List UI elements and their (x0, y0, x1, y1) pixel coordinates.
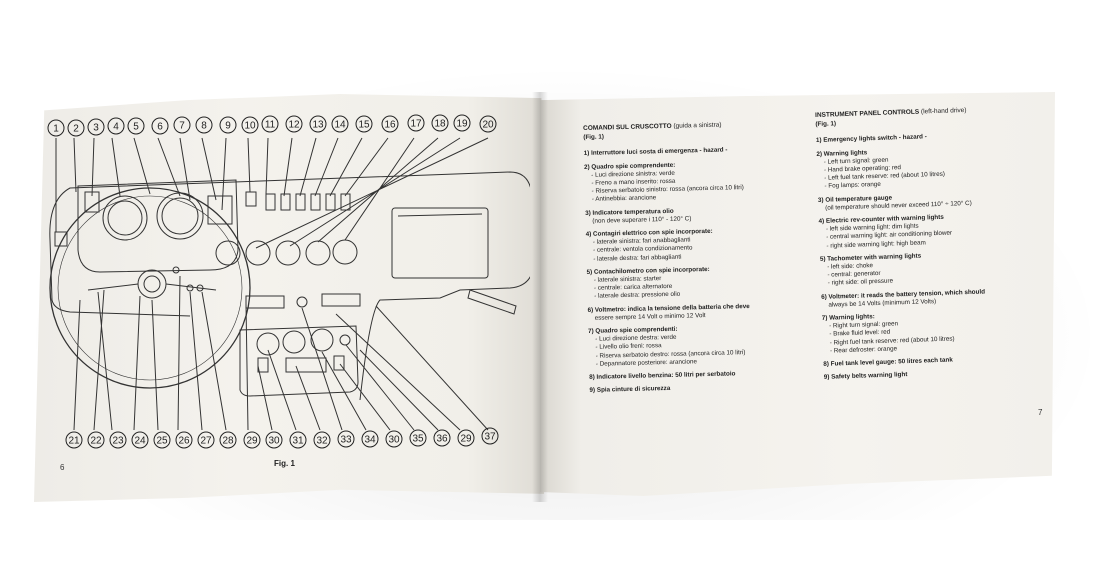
list-item: 2) Quadro spie comprendente: - Luci dire… (583, 161, 744, 204)
callout: 18 (434, 119, 446, 130)
callout: 2 (73, 124, 79, 135)
callout: 19 (456, 119, 468, 130)
list-item: 1) Interruttore luci sosta di emergenza … (583, 146, 728, 158)
callout: 6 (157, 122, 163, 133)
callout: 24 (134, 436, 146, 447)
callout: 33 (340, 435, 352, 446)
callout: 20 (482, 120, 494, 131)
list-item: 5) Tachometer with warning lights - left… (819, 252, 922, 288)
callout: 11 (265, 120, 276, 131)
list-item: 6) Voltmeter: it reads the battery tensi… (821, 288, 986, 309)
callout: 32 (316, 436, 328, 447)
list-item: 8) Indicatore livello benzina: 50 litri … (589, 370, 736, 382)
callout: 30 (268, 436, 280, 447)
callout: 25 (156, 436, 168, 447)
english-column: INSTRUMENT PANEL CONTROLS (left-hand dri… (815, 104, 1054, 387)
callout: 30 (388, 435, 400, 446)
callout: 29 (246, 436, 258, 447)
callout: 1 (53, 124, 59, 135)
callout: 28 (222, 436, 234, 447)
list-item: 3) Indicatore temperatura olio (non deve… (585, 207, 692, 225)
callout: 21 (68, 436, 80, 447)
callout: 22 (90, 436, 102, 447)
callout: 14 (334, 120, 346, 131)
list-item: 7) Warning lights: - Right turn signal: … (821, 313, 955, 355)
callout: 17 (410, 119, 422, 130)
book-spine (532, 92, 548, 502)
callout: 34 (364, 435, 376, 446)
callout: 27 (200, 436, 212, 447)
list-item: 6) Voltmetro: indica la tensione della b… (587, 302, 750, 322)
italian-column: COMANDI SUL CRUSCOTTO (guida a sinistra)… (583, 119, 830, 400)
figure-caption: Fig. 1 (274, 459, 295, 468)
callouts-bottom: 21 22 23 24 25 26 27 28 29 30 31 32 33 3… (65, 427, 499, 449)
list-item: 4) Electric rev-counter with warning lig… (818, 213, 953, 250)
callout: 10 (244, 121, 256, 132)
list-item: 2) Warning lights - Left turn signal: gr… (816, 148, 946, 191)
callouts-top: 1 2 3 4 5 6 7 8 9 10 11 12 13 14 15 16 1… (47, 114, 497, 137)
list-item: 3) Oil temperature gauge (oil temperatur… (817, 194, 972, 212)
callout: 7 (179, 121, 185, 132)
callout: 36 (436, 434, 448, 445)
callout: 5 (133, 122, 139, 133)
list-item: 7) Quadro spie comprendenti: - Luci dire… (587, 325, 746, 368)
callout: 12 (288, 120, 300, 131)
list-item: 4) Contagiri elettrico con spie incorpor… (585, 227, 713, 263)
list-item: 9) Safety belts warning light (823, 371, 908, 382)
callout: 35 (412, 434, 424, 445)
callout: 31 (292, 436, 304, 447)
callout: 9 (225, 121, 231, 132)
callout: 4 (113, 122, 119, 133)
right-page (540, 92, 1055, 496)
callout: 37 (484, 432, 496, 443)
callout: 13 (312, 120, 324, 131)
callout: 8 (201, 121, 207, 132)
callout: 15 (358, 120, 370, 131)
callout: 29 (460, 434, 472, 445)
list-item: 9) Spia cinture di sicurezza (589, 385, 671, 395)
list-item: 5) Contachilometro con spie incorporate:… (586, 265, 710, 301)
callout: 3 (93, 123, 99, 134)
callout: 16 (384, 120, 396, 131)
page-number-right: 7 (1038, 408, 1043, 417)
page-number-left: 6 (60, 463, 65, 472)
dashboard-figure: 1 2 3 4 5 6 7 8 9 10 11 12 13 14 15 16 1… (47, 114, 530, 449)
callout: 26 (178, 436, 190, 447)
callout: 23 (112, 436, 124, 447)
